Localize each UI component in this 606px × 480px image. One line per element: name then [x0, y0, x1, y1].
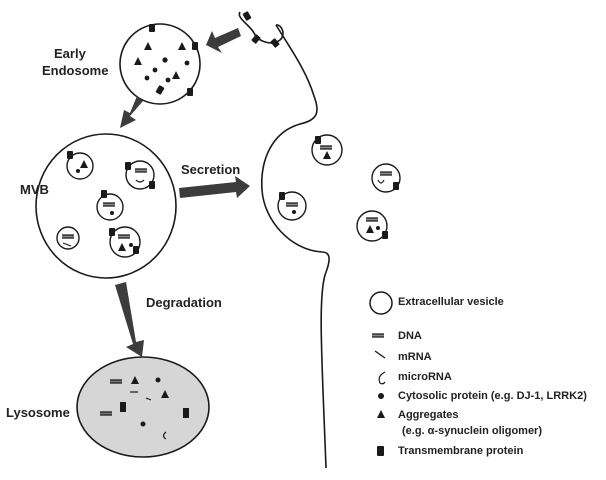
legend-aggregates: Aggregates	[398, 409, 459, 421]
legend-transmembrane: Transmembrane protein	[398, 445, 524, 457]
microrna-hook-icon	[378, 371, 386, 385]
mrna-line-icon	[374, 350, 386, 359]
early-endosome	[119, 23, 201, 105]
arrow-endocytosis	[206, 28, 241, 53]
lysosome	[76, 356, 210, 458]
arrow-maturation	[120, 96, 143, 128]
circle-icon	[369, 291, 393, 315]
membrane-budding	[238, 11, 284, 48]
legend-aggregates-example: (e.g. α-synuclein oligomer)	[402, 425, 543, 437]
dot-icon	[378, 393, 384, 399]
legend-vesicle: Extracellular vesicle	[398, 296, 504, 308]
legend	[369, 291, 393, 456]
label-secretion: Secretion	[181, 162, 241, 177]
triangle-icon	[377, 410, 385, 418]
label-degradation: Degradation	[146, 295, 222, 310]
legend-mrna: mRNA	[398, 351, 432, 363]
legend-cytosolic: Cytosolic protein (e.g. DJ-1, LRRK2)	[398, 390, 587, 402]
plasma-membrane	[261, 24, 330, 469]
legend-dna: DNA	[398, 330, 422, 342]
transmembrane-protein-icon	[149, 24, 155, 32]
label-early: Early	[54, 46, 86, 61]
cytosolic-protein-icon	[144, 57, 190, 83]
legend-microrna: microRNA	[398, 371, 452, 383]
label-mvb: MVB	[20, 182, 49, 197]
mvb	[35, 133, 177, 279]
arrow-degradation	[115, 282, 144, 357]
label-lysosome: Lysosome	[6, 405, 70, 420]
released-vesicles	[277, 134, 401, 242]
label-endosome: Endosome	[42, 63, 109, 78]
arrow-secretion	[179, 176, 250, 198]
dna-strand-icon	[371, 333, 385, 338]
rect-protein-icon	[377, 446, 384, 456]
